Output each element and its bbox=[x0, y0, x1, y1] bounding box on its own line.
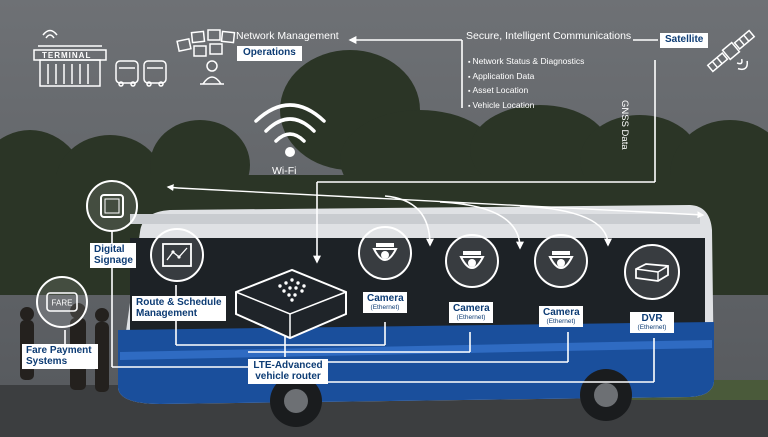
schedule-map-icon bbox=[162, 243, 192, 267]
network-management-label: Network Management bbox=[236, 30, 339, 42]
data-item: Vehicle Location bbox=[468, 99, 584, 114]
camera-name: Camera bbox=[453, 303, 490, 314]
control-room-icon bbox=[176, 29, 236, 85]
camera-circle-1 bbox=[358, 226, 412, 280]
data-item: Application Data bbox=[468, 70, 584, 85]
route-schedule-label: Route & Schedule Management bbox=[132, 296, 226, 321]
data-item: Network Status & Diagnostics bbox=[468, 55, 584, 70]
wifi-icon bbox=[254, 103, 326, 157]
camera-circle-3 bbox=[534, 234, 588, 288]
data-types-list: Network Status & Diagnostics Application… bbox=[468, 55, 584, 113]
dome-camera-icon bbox=[459, 251, 485, 269]
ethernet-note: (Ethernet) bbox=[637, 323, 667, 331]
wifi-label: Wi-Fi bbox=[272, 165, 297, 177]
digital-signage-label: Digital Signage bbox=[90, 243, 136, 268]
ethernet-note: (Ethernet) bbox=[546, 317, 576, 325]
dvr-name: DVR bbox=[641, 313, 663, 324]
satellite-icon bbox=[706, 29, 756, 73]
satellite-label: Satellite bbox=[660, 33, 709, 48]
secure-communications-label: Secure, Intelligent Communications bbox=[466, 30, 632, 42]
svg-text:FARE: FARE bbox=[52, 299, 73, 308]
data-item: Asset Location bbox=[468, 84, 584, 99]
camera-label-3: Camera(Ethernet) bbox=[539, 306, 583, 328]
ethernet-note: (Ethernet) bbox=[370, 303, 400, 311]
camera-circle-2 bbox=[445, 234, 499, 288]
operations-label: Operations bbox=[237, 46, 302, 61]
route-schedule-circle bbox=[150, 228, 204, 282]
digital-signage-circle bbox=[86, 180, 138, 232]
router-icon bbox=[235, 268, 347, 340]
dvr-label: DVR(Ethernet) bbox=[630, 312, 674, 334]
dome-camera-icon bbox=[372, 243, 398, 261]
dvr-circle bbox=[624, 244, 680, 300]
tablet-icon bbox=[100, 194, 124, 218]
terminal-sign: TERMINAL bbox=[42, 51, 92, 60]
camera-label-1: Camera(Ethernet) bbox=[363, 292, 407, 314]
terminal-icon bbox=[33, 29, 107, 87]
gnss-data-label: GNSS Data bbox=[619, 100, 630, 150]
fare-circle: FARE bbox=[36, 276, 88, 328]
camera-name: Camera bbox=[367, 293, 404, 304]
dome-camera-icon bbox=[548, 251, 574, 269]
ethernet-note: (Ethernet) bbox=[456, 313, 486, 321]
fare-card-icon: FARE bbox=[46, 292, 78, 312]
camera-label-2: Camera(Ethernet) bbox=[449, 302, 493, 324]
router-label: LTE-Advanced vehicle router bbox=[248, 359, 328, 384]
fare-payment-label: Fare Payment Systems bbox=[22, 344, 98, 369]
camera-name: Camera bbox=[543, 307, 580, 318]
shuttle-bus-icon bbox=[115, 60, 167, 87]
dvr-icon bbox=[635, 263, 669, 282]
